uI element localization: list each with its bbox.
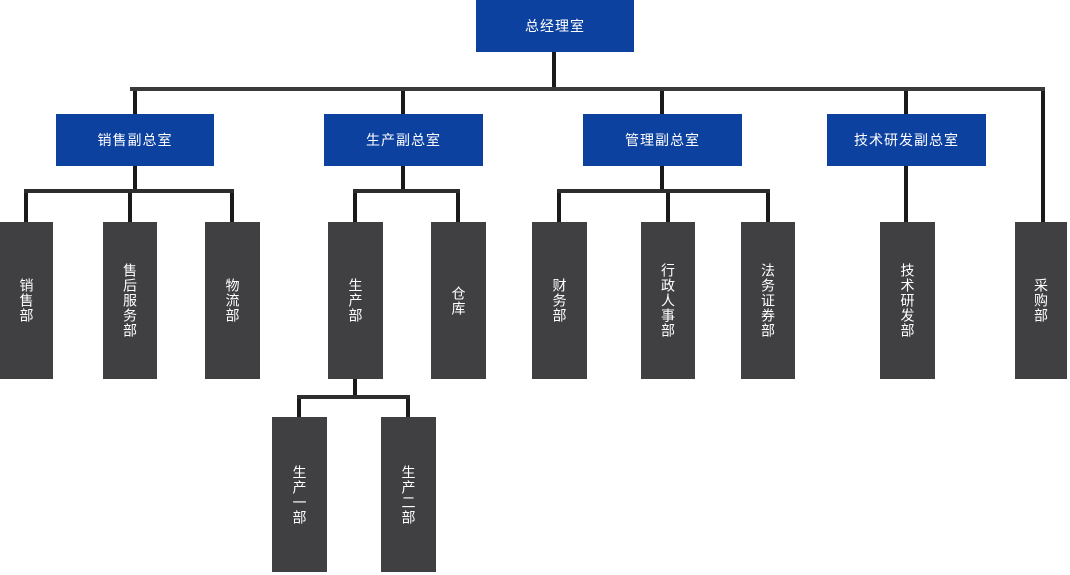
connector-to-production-1 [297, 399, 301, 417]
org-node-management-vp-office[interactable]: 管理副总室 [583, 114, 742, 166]
org-node-after-sales-service-dept[interactable]: 售后服务部 [103, 222, 157, 379]
node-label: 采购部 [1033, 278, 1049, 323]
org-node-finance-dept[interactable]: 财务部 [532, 222, 587, 379]
connector-to-warehouse [456, 193, 460, 222]
connector-production-down [353, 379, 357, 395]
connector-to-tech-rd [904, 166, 908, 222]
connector-main-bar [130, 87, 1045, 91]
node-label: 管理副总室 [625, 132, 700, 148]
connector-sales-group-bar [24, 189, 234, 193]
node-label: 仓库 [450, 285, 467, 316]
org-node-admin-hr-dept[interactable]: 行政人事部 [641, 222, 695, 379]
connector-to-production [353, 193, 357, 222]
node-label: 法务证券部 [760, 263, 776, 338]
connector-production-group-bar [353, 189, 460, 193]
connector-production-sub-bar [297, 395, 410, 399]
connector-to-admin-hr [666, 193, 670, 222]
connector-to-purchasing [1041, 91, 1045, 222]
org-node-warehouse[interactable]: 仓库 [431, 222, 486, 379]
connector-to-production-vp [401, 91, 405, 114]
org-node-production-dept[interactable]: 生产部 [328, 222, 383, 379]
org-node-sales-dept[interactable]: 销售部 [0, 222, 53, 379]
connector-to-logistics [230, 193, 234, 222]
org-node-production-dept-2[interactable]: 生产二部 [381, 417, 436, 572]
node-label: 销售副总室 [97, 132, 173, 148]
node-label: 物流部 [224, 278, 241, 323]
org-node-legal-securities-dept[interactable]: 法务证券部 [741, 222, 795, 379]
org-node-logistics-dept[interactable]: 物流部 [205, 222, 260, 379]
connector-to-production-2 [406, 399, 410, 417]
org-node-production-dept-1[interactable]: 生产一部 [272, 417, 327, 572]
node-label: 生产一部 [291, 464, 308, 525]
org-node-tech-rd-dept[interactable]: 技术研发部 [880, 222, 935, 379]
node-label: 生产二部 [400, 464, 417, 525]
node-label: 生产部 [347, 278, 364, 323]
node-label: 总经理室 [525, 18, 585, 34]
org-node-tech-rd-vp-office[interactable]: 技术研发副总室 [827, 114, 986, 166]
org-node-sales-vp-office[interactable]: 销售副总室 [56, 114, 214, 166]
org-node-purchasing-dept[interactable]: 采购部 [1015, 222, 1067, 379]
node-label: 技术研发部 [899, 263, 916, 338]
connector-to-tech-vp [904, 91, 908, 114]
connector-to-after-sales [128, 193, 132, 222]
connector-gm-down [552, 52, 556, 87]
connector-to-sales-vp [133, 91, 137, 114]
connector-to-sales [24, 193, 28, 222]
node-label: 财务部 [551, 278, 568, 323]
node-label: 行政人事部 [660, 263, 676, 338]
org-node-general-manager-office[interactable]: 总经理室 [476, 0, 634, 52]
connector-production-vp-down [401, 166, 405, 189]
connector-management-vp-down [660, 166, 664, 189]
node-label: 销售部 [18, 278, 35, 323]
connector-to-legal-securities [766, 193, 770, 222]
connector-management-group-bar [557, 189, 770, 193]
node-label: 生产副总室 [366, 132, 441, 148]
node-label: 技术研发副总室 [854, 132, 959, 148]
connector-to-management-vp [660, 91, 664, 114]
connector-sales-vp-down [133, 166, 137, 189]
connector-to-finance [557, 193, 561, 222]
node-label: 售后服务部 [122, 263, 138, 338]
org-node-production-vp-office[interactable]: 生产副总室 [324, 114, 483, 166]
